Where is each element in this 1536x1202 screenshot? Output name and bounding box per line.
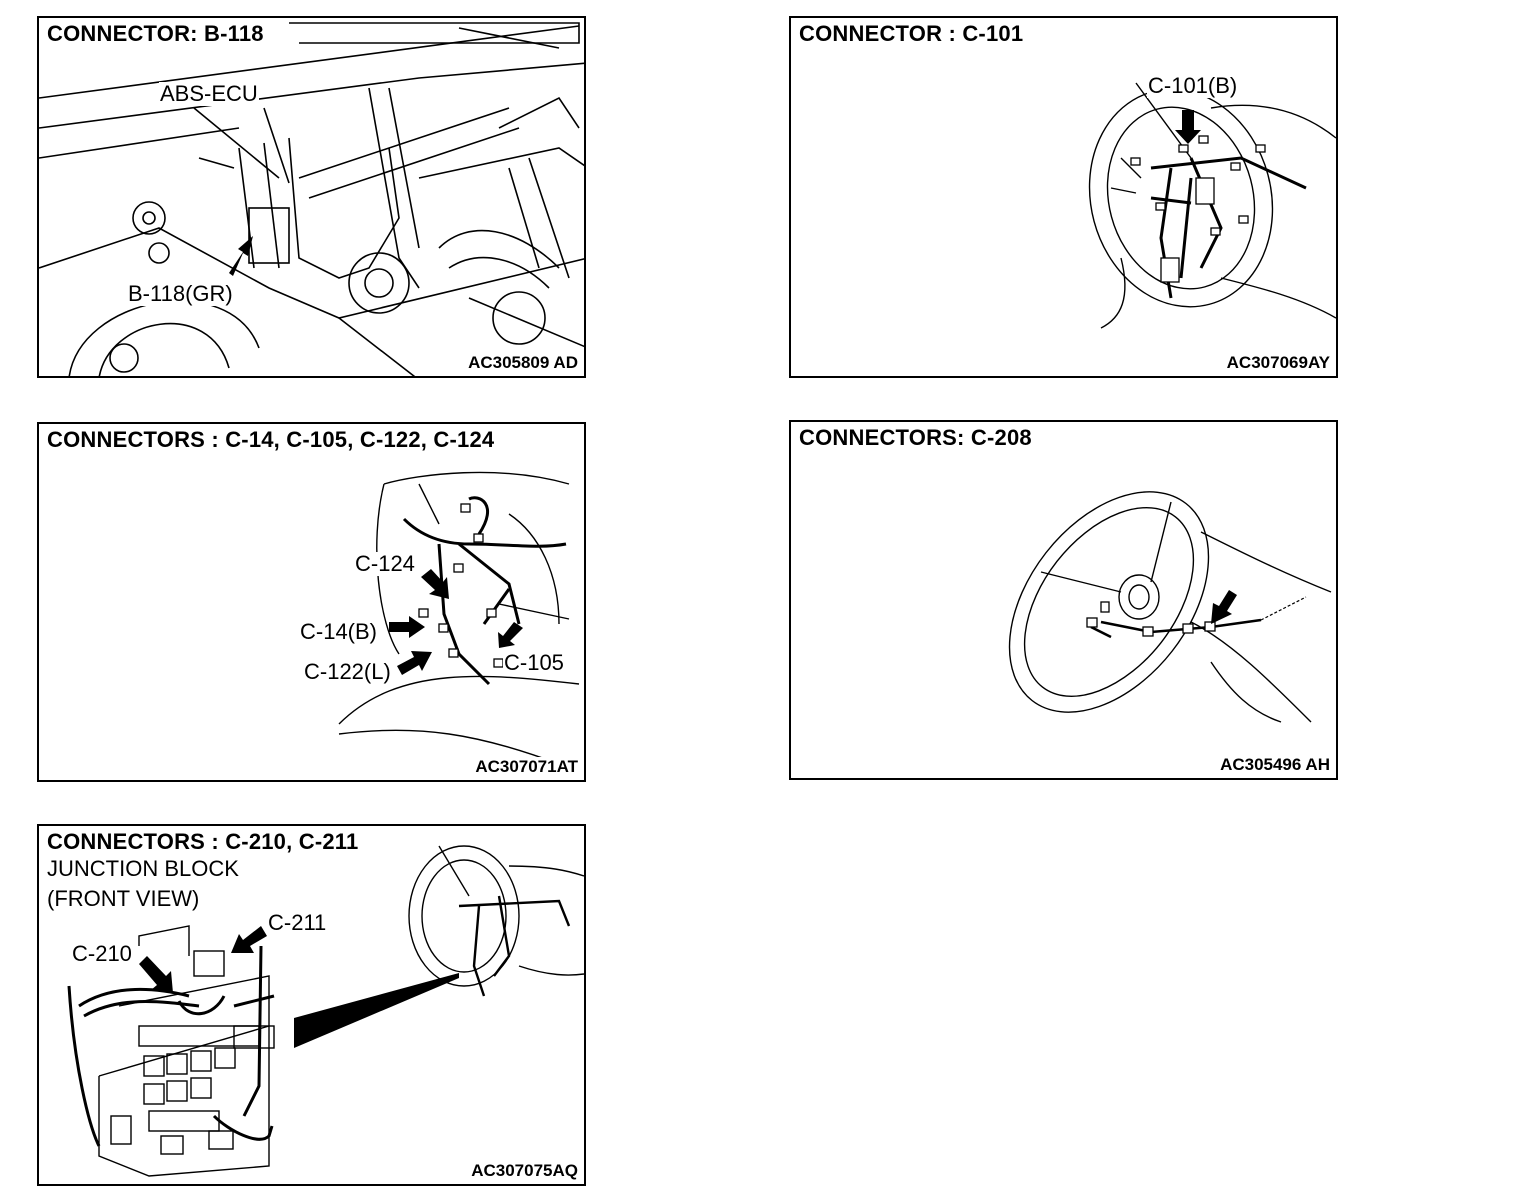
panel-c101: CONNECTOR : C-101 C-101(B) AC307069AY bbox=[789, 16, 1338, 378]
figure-code: AC305809 AD bbox=[464, 353, 578, 373]
steering-column-illustration bbox=[1088, 82, 1336, 329]
figure-code: AC305496 AH bbox=[1216, 755, 1330, 775]
arrow-icon bbox=[1211, 590, 1237, 624]
callout-c105: C-105 bbox=[503, 650, 565, 675]
panel-title: CONNECTORS : C-14, C-105, C-122, C-124 bbox=[47, 427, 501, 453]
engine-bay-illustration bbox=[39, 22, 584, 376]
dash-harness-illustration bbox=[338, 471, 580, 765]
pointer-wedge bbox=[294, 973, 459, 1048]
panel-c208: CONNECTORS: C-208 AC305496 AH bbox=[789, 420, 1338, 780]
panel-b118: CONNECTOR: B-118 ABS-ECU B-118(GR) AC305… bbox=[37, 16, 586, 378]
callout-c210: C-210 bbox=[71, 941, 133, 966]
panel-c210-c211: CONNECTORS : C-210, C-211 JUNCTION BLOCK… bbox=[37, 824, 586, 1186]
panel-title: CONNECTOR : C-101 bbox=[799, 21, 1030, 47]
junction-block-illustration bbox=[67, 845, 584, 1177]
panel-subtitle-line-2: (FRONT VIEW) bbox=[47, 886, 200, 911]
callout-c14: C-14(B) bbox=[299, 619, 379, 644]
figure-code: AC307069AY bbox=[1222, 353, 1330, 373]
figure-code: AC307075AQ bbox=[467, 1161, 578, 1181]
arrow-group bbox=[389, 569, 523, 675]
arrow-icon bbox=[231, 926, 267, 953]
callout-c101: C-101(B) bbox=[1147, 73, 1239, 98]
arrow-icon bbox=[389, 616, 425, 638]
arrow-icon bbox=[397, 651, 432, 675]
panel-title: CONNECTORS: C-208 bbox=[799, 425, 1038, 451]
callout-c122: C-122(L) bbox=[303, 659, 392, 684]
panel-subtitle-line-1: JUNCTION BLOCK bbox=[47, 856, 239, 881]
arrow-icon bbox=[139, 956, 173, 993]
callout-abs-ecu: ABS-ECU bbox=[159, 81, 259, 106]
panel-title: CONNECTOR: B-118 bbox=[47, 21, 270, 47]
panel-title: CONNECTORS : C-210, C-211 bbox=[47, 829, 365, 855]
panel-c14-c105-c122-c124: CONNECTORS : C-14, C-105, C-122, C-124 C… bbox=[37, 422, 586, 782]
callout-c211: C-211 bbox=[267, 910, 328, 935]
arrow-icon bbox=[498, 622, 523, 648]
callout-b118: B-118(GR) bbox=[127, 281, 234, 306]
arrow-icon bbox=[421, 569, 449, 599]
arrow-icon bbox=[229, 236, 253, 276]
arrow-icon bbox=[1175, 110, 1201, 144]
steering-wheel-illustration bbox=[1008, 491, 1332, 723]
figure-code: AC307071AT bbox=[471, 757, 578, 777]
callout-c124: C-124 bbox=[354, 551, 416, 576]
